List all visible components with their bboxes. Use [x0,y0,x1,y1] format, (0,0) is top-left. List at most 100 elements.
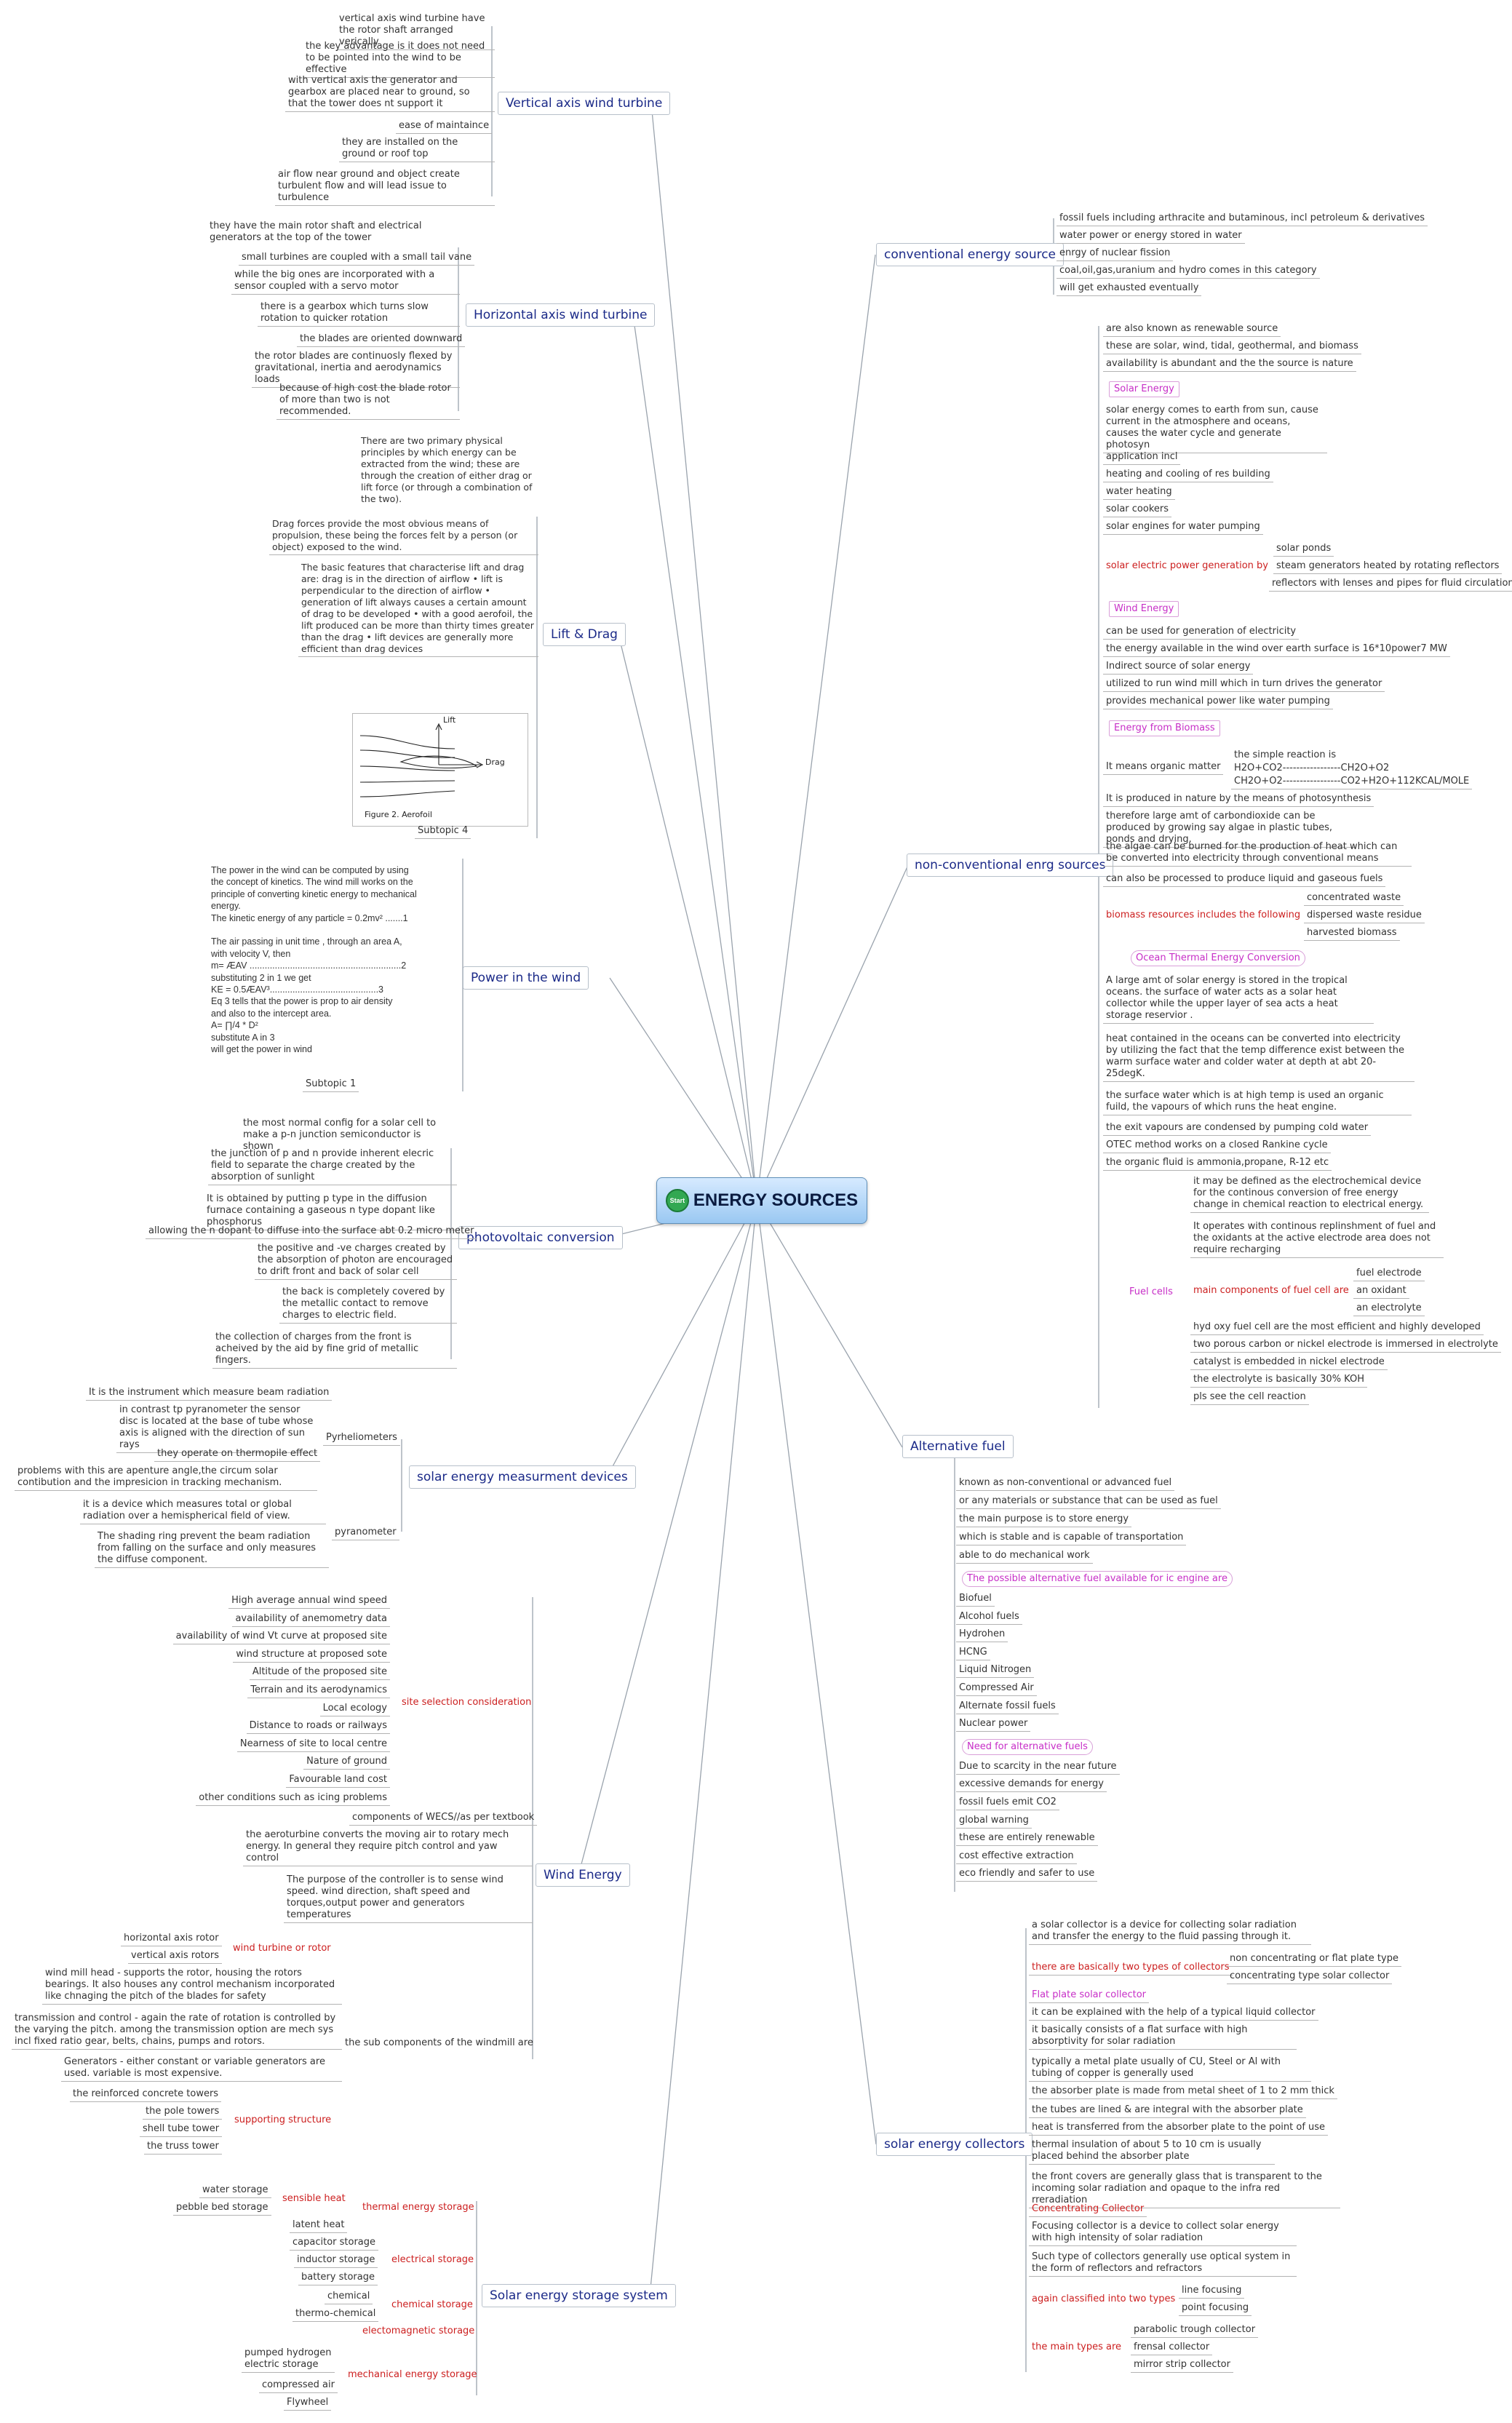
otec-item[interactable]: the organic fluid is ammonia,propane, R-… [1103,1157,1332,1171]
nc-wind-item[interactable]: provides mechanical power like water pum… [1103,696,1333,709]
rotor-item[interactable]: horizontal axis rotor [121,1933,222,1946]
conv-item[interactable]: will get exhausted eventually [1057,282,1202,296]
site-item[interactable]: Distance to roads or railways [246,1720,390,1735]
storage-topic[interactable]: Solar energy storage system [482,2284,676,2307]
sensible-item[interactable]: water storage [199,2184,271,2198]
hawt-item[interactable]: they have the main rotor shaft and elect… [210,220,422,243]
vawt-item[interactable]: air flow near ground and object create t… [275,169,495,206]
support-item[interactable]: the truss tower [144,2141,222,2155]
nonconventional-topic[interactable]: non-conventional enrg sources [907,854,1114,877]
concentrating-node[interactable]: Concentrating Collector [1029,2203,1147,2217]
conc-item[interactable]: Focusing collector is a device to collec… [1029,2221,1297,2246]
fuel-main-item[interactable]: an electrolyte [1353,1302,1425,1316]
alt-fuel-topic[interactable]: Alternative fuel [902,1435,1014,1458]
subcomp-item[interactable]: transmission and control - again the rat… [12,2013,342,2050]
solar-item[interactable]: solar engines for water pumping [1103,521,1263,535]
nc-wind-item[interactable]: Indirect source of solar energy [1103,661,1254,675]
wind-energy-topic[interactable]: Wind Energy [536,1863,630,1887]
main-type-item[interactable]: mirror strip collector [1131,2359,1233,2373]
solar-energy-tag[interactable]: Solar Energy [1109,381,1179,397]
fuel-main-item[interactable]: fuel electrode [1353,1268,1425,1281]
again-classified-node[interactable]: again classified into two types [1032,2293,1176,2304]
site-item[interactable]: Terrain and its aerodynamics [247,1684,390,1698]
nonconv-item[interactable]: availability is abundant and the the sou… [1103,358,1356,372]
site-item[interactable]: Altitude of the proposed site [249,1666,390,1681]
vawt-item[interactable]: vertical axis wind turbine have the roto… [336,13,495,50]
alt-item[interactable]: which is stable and is capable of transp… [956,1532,1187,1545]
pv-item[interactable]: It is obtained by putting p type in the … [204,1193,457,1230]
fuel-cells-node[interactable]: Fuel cells [1129,1286,1173,1297]
wind-energy-tag[interactable]: Wind Energy [1109,601,1179,617]
alt-item[interactable]: able to do mechanical work [956,1550,1093,1564]
pyrheliometers-node[interactable]: Pyrheliometers [323,1432,400,1446]
site-item[interactable]: availability of wind Vt curve at propose… [172,1631,390,1645]
fuel-item[interactable]: catalyst is embedded in nickel electrode [1190,1356,1388,1370]
vawt-item[interactable]: the key advantage is it does not need to… [303,41,495,78]
flat-plate-item[interactable]: the absorber plate is made from metal sh… [1029,2085,1337,2099]
bio-item[interactable]: therefore large amt of carbondioxide can… [1103,811,1356,848]
solar-item[interactable]: heating and cooling of res building [1103,469,1273,482]
bio-item[interactable]: the algae can be burned for the producti… [1103,841,1412,867]
fuel-main-node[interactable]: main components of fuel cell are [1193,1285,1349,1296]
otec-item[interactable]: OTEC method works on a closed Rankine cy… [1103,1139,1331,1153]
wecs-components[interactable]: components of WECS//as per textbook [349,1812,538,1826]
otec-item[interactable]: the exit vapours are condensed by pumpin… [1103,1122,1372,1136]
sensible-heat-node[interactable]: sensible heat [282,2193,346,2204]
flat-plate-item[interactable]: it basically consists of a flat surface … [1029,2024,1297,2050]
pyra-item[interactable]: The shading ring prevent the beam radiat… [95,1531,329,1568]
nc-wind-item[interactable]: utilized to run wind mill which in turn … [1103,678,1385,692]
collector-types-node[interactable]: there are basically two types of collect… [1029,1962,1233,1976]
support-item[interactable]: the reinforced concrete towers [70,2088,222,2102]
electrical-item[interactable]: battery storage [298,2272,378,2285]
electrical-item[interactable]: capacitor storage [290,2237,379,2251]
fuel-def[interactable]: it may be defined as the electrochemical… [1190,1176,1429,1213]
otec-item[interactable]: heat contained in the oceans can be conv… [1103,1033,1414,1082]
flat-plate-item[interactable]: thermal insulation of about 5 to 10 cm i… [1029,2139,1275,2165]
hawt-item[interactable]: the blades are oriented downward [297,333,466,347]
spower-item[interactable]: reflectors with lenses and pipes for flu… [1269,578,1512,592]
alt-fuel-item[interactable]: Nuclear power [956,1718,1031,1732]
site-item[interactable]: wind structure at proposed sote [233,1649,390,1663]
nonconv-item[interactable]: these are solar, wind, tidal, geothermal… [1103,341,1361,354]
fuel-item[interactable]: pls see the cell reaction [1190,1391,1309,1405]
otec-item[interactable]: A large amt of solar energy is stored in… [1103,975,1374,1024]
again-item[interactable]: point focusing [1179,2302,1252,2316]
collector-type-item[interactable]: non concentrating or flat plate type [1227,1953,1401,1967]
solar-item[interactable]: solar energy comes to earth from sun, ca… [1103,405,1327,453]
chemical-storage-node[interactable]: chemical storage [391,2299,473,2310]
again-item[interactable]: line focusing [1179,2285,1245,2299]
pv-item[interactable]: the collection of charges from the front… [212,1332,457,1369]
conv-item[interactable]: fossil fuels including arthracite and bu… [1057,212,1428,226]
lift-drag-topic[interactable]: Lift & Drag [543,623,626,646]
flat-plate-item[interactable]: the front covers are generally glass tha… [1029,2171,1340,2208]
hawt-item[interactable]: the rotor blades are continuosly flexed … [252,351,460,388]
bio-item[interactable]: can also be processed to produce liquid … [1103,873,1386,887]
pv-item[interactable]: the most normal config for a solar cell … [243,1118,437,1152]
alt-item[interactable]: the main purpose is to store energy [956,1513,1132,1527]
collector-def[interactable]: a solar collector is a device for collec… [1029,1919,1311,1945]
power-subtopic[interactable]: Subtopic 1 [303,1078,359,1092]
alt-fuel-item[interactable]: HCNG [956,1647,990,1660]
mech-item[interactable]: pumped hydrogen electric storage [242,2347,335,2373]
solar-item[interactable]: water heating [1103,486,1175,500]
collector-type-item[interactable]: concentrating type solar collector [1227,1970,1393,1984]
alt-fuel-item[interactable]: Hydrohen [956,1628,1008,1643]
measure-topic[interactable]: solar energy measurment devices [409,1465,636,1489]
solar-item[interactable]: solar cookers [1103,504,1172,517]
solar-item[interactable]: application incl [1103,451,1181,465]
alt-fuel-item[interactable]: Alternate fossil fuels [956,1700,1059,1714]
subcomponents-node[interactable]: the sub components of the windmill are [345,2037,533,2048]
flat-plate-item[interactable]: it can be explained with the help of a t… [1029,2007,1318,2021]
hawt-item[interactable]: because of high cost the blade rotor of … [276,383,460,420]
pv-item[interactable]: the positive and -ve charges created by … [255,1243,457,1280]
collectors-topic[interactable]: solar energy collectors [876,2133,1033,2156]
hawt-item[interactable]: small turbines are coupled with a small … [239,252,475,266]
pv-topic[interactable]: photovoltaic conversion [458,1226,623,1249]
otec-item[interactable]: the surface water which is at high temp … [1103,1090,1412,1115]
alt-item[interactable]: known as non-conventional or advanced fu… [956,1477,1175,1491]
controller-note[interactable]: The purpose of the controller is to sens… [284,1874,533,1923]
flat-plate-node[interactable]: Flat plate solar collector [1029,1989,1149,2003]
site-item[interactable]: High average annual wind speed [228,1595,390,1609]
spower-item[interactable]: solar ponds [1273,543,1334,557]
